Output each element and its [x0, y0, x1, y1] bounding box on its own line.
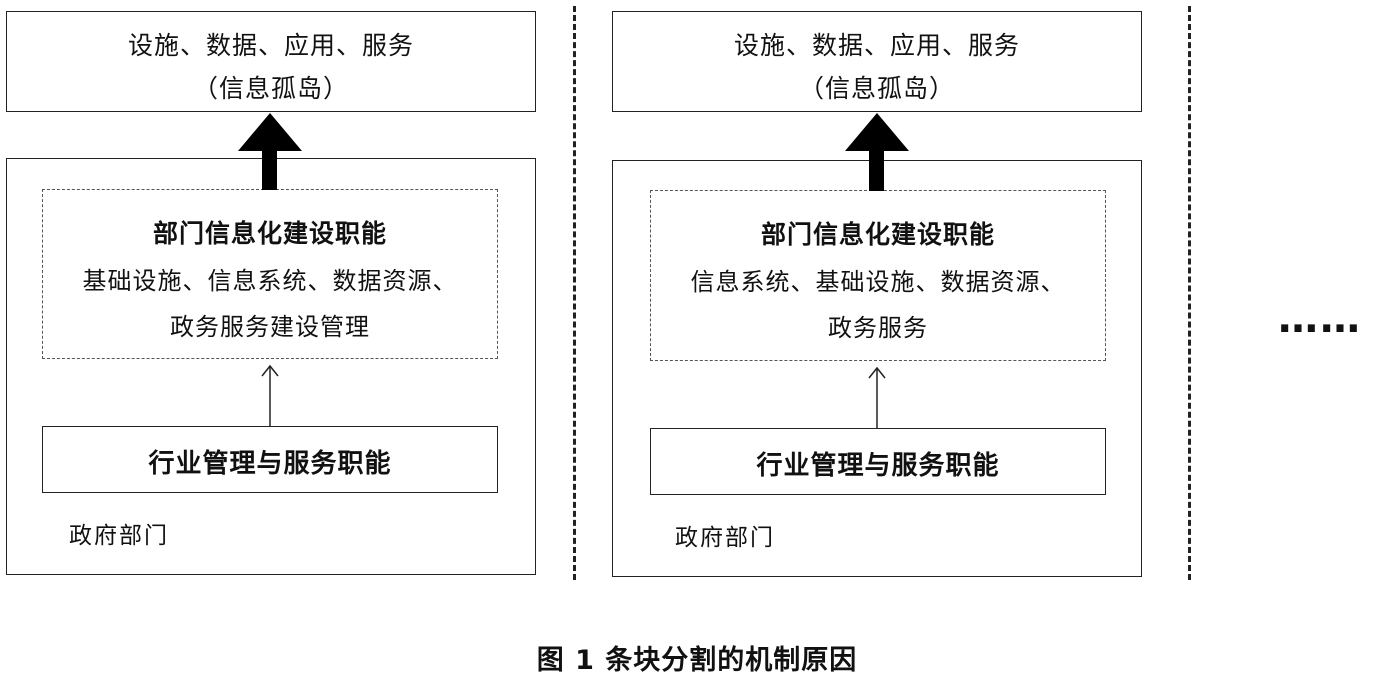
- dept-function-line1-2: 信息系统、基础设施、数据资源、: [690, 268, 1066, 296]
- dept-function-box-2: 部门信息化建设职能 信息系统、基础设施、数据资源、 政务服务: [650, 190, 1106, 361]
- thin-up-arrow-2: [868, 366, 886, 428]
- info-island-items-2: 设施、数据、应用、服务: [733, 31, 1020, 60]
- separator-dashed-line-2: [1188, 6, 1191, 580]
- industry-function-box-2: 行业管理与服务职能: [650, 428, 1106, 495]
- dept-function-line1-1: 基础设施、信息系统、数据资源、: [82, 267, 458, 295]
- dept-function-line2-1: 政务服务建设管理: [170, 313, 370, 341]
- thin-up-arrow-1: [261, 364, 279, 426]
- dept-function-title-1: 部门信息化建设职能: [152, 219, 387, 248]
- info-island-box-2: 设施、数据、应用、服务 （信息孤岛）: [612, 11, 1142, 112]
- gov-dept-label-1: 政府部门: [69, 523, 169, 549]
- thick-up-arrow-2: [845, 113, 909, 191]
- dept-function-line2-2: 政务服务: [828, 314, 928, 342]
- ellipsis-more: ……: [1278, 296, 1362, 342]
- separator-dashed-line-1: [573, 6, 576, 580]
- info-island-label-2: （信息孤岛）: [798, 74, 955, 103]
- dept-function-title-2: 部门信息化建设职能: [760, 220, 995, 249]
- info-island-items-1: 设施、数据、应用、服务: [127, 31, 414, 60]
- info-island-label-1: （信息孤岛）: [192, 74, 349, 103]
- thick-up-arrow-1: [238, 113, 302, 190]
- gov-dept-label-2: 政府部门: [675, 525, 775, 551]
- figure-caption: 图 1 条块分割的机制原因: [536, 645, 858, 676]
- industry-function-box-1: 行业管理与服务职能: [42, 426, 498, 493]
- industry-function-label-1: 行业管理与服务职能: [148, 449, 392, 479]
- info-island-box-1: 设施、数据、应用、服务 （信息孤岛）: [6, 11, 536, 112]
- industry-function-label-2: 行业管理与服务职能: [756, 451, 1000, 481]
- dept-function-box-1: 部门信息化建设职能 基础设施、信息系统、数据资源、 政务服务建设管理: [42, 189, 498, 359]
